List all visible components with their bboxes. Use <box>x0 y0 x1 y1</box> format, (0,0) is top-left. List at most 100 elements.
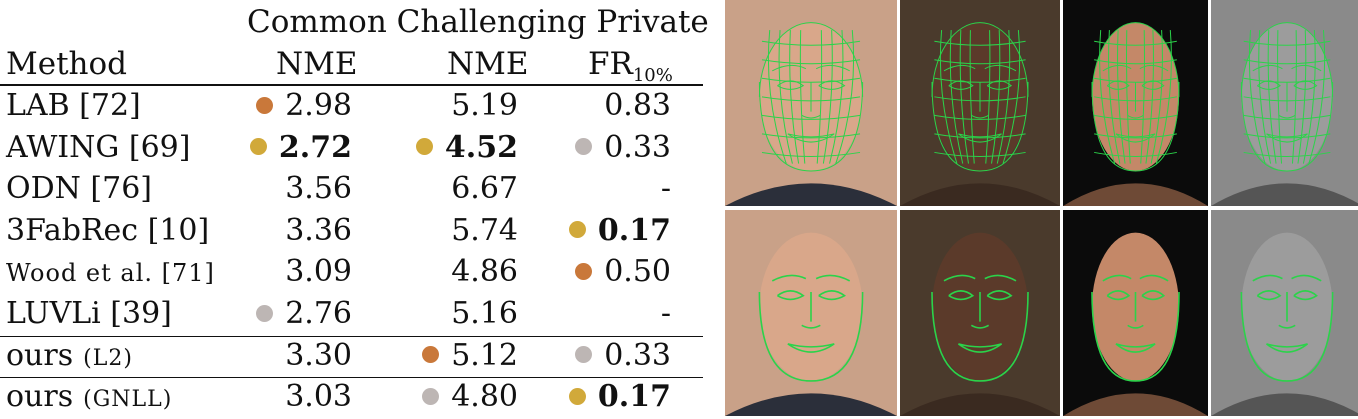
common-value: 3.36 <box>285 212 352 248</box>
silver-rank-dot <box>422 387 440 405</box>
dense-mesh-line <box>934 77 1026 83</box>
private-value-cell: - <box>661 296 671 331</box>
private-value-cell: 0.33 <box>575 338 671 373</box>
challenging-value-cell: 6.67 <box>451 171 518 206</box>
private-value: 0.83 <box>604 88 671 123</box>
dense-mesh-line <box>1243 59 1331 65</box>
dense-mesh-line <box>1094 96 1177 102</box>
challenging-nme-header: NME <box>447 46 529 82</box>
common-value: 2.76 <box>285 296 352 331</box>
common-value-cell: 3.56 <box>285 171 352 206</box>
private-value-cell: 0.83 <box>604 88 671 123</box>
right-eye-landmarks <box>986 290 1013 301</box>
method-name: LUVLi [39] <box>6 296 172 331</box>
challenging-value-cell: 5.16 <box>451 296 518 331</box>
dense-mesh-line <box>778 30 793 164</box>
silver-rank-dot <box>256 304 274 322</box>
dense-mesh-line <box>1094 77 1177 83</box>
mouth-landmarks <box>957 343 1003 353</box>
right-eye-landmarks <box>1293 290 1318 301</box>
common-value-cell: 2.98 <box>256 88 352 123</box>
dense-mesh-line <box>1002 30 1021 164</box>
method-name: ODN [76] <box>6 171 152 206</box>
challenging-value: 5.74 <box>451 212 518 248</box>
shoulders-shape <box>900 183 1060 206</box>
common-value-cell: 3.36 <box>285 213 352 248</box>
silver-rank-dot <box>575 138 593 156</box>
private-value: - <box>660 296 671 331</box>
left-eye-landmarks <box>948 80 974 90</box>
forehead-landmarks <box>931 22 1029 97</box>
dense-mesh-line <box>761 96 861 102</box>
forehead-landmarks <box>1240 22 1334 97</box>
private-value-cell: 0.17 <box>568 379 671 415</box>
face-dense-1-image <box>725 0 897 206</box>
dense-mesh-line <box>1302 30 1316 164</box>
private-value: 0.17 <box>597 212 671 248</box>
dense-mesh-line <box>1243 133 1331 139</box>
method-label: ours <box>6 337 74 373</box>
gold-rank-dot <box>568 221 586 239</box>
dense-mesh-line <box>1243 40 1331 46</box>
dense-mesh-line <box>1094 151 1177 157</box>
method-label: LUVLi [39] <box>6 296 172 331</box>
common-value: 2.98 <box>285 88 352 123</box>
nose-landmarks <box>801 81 821 119</box>
shoulders-shape <box>900 393 1060 416</box>
common-value-cell: 3.09 <box>285 254 352 289</box>
dense-mesh-line <box>761 133 861 139</box>
left-eye-landmarks <box>1106 290 1131 301</box>
jawline-landmarks <box>931 81 1029 172</box>
private-value-cell: 0.50 <box>575 254 671 289</box>
private-value: 0.17 <box>597 379 671 415</box>
shoulders-shape <box>725 183 897 206</box>
common-value-cell: 3.30 <box>285 338 352 373</box>
left-brow-landmarks <box>1252 274 1283 282</box>
shoulders-shape <box>1063 393 1208 416</box>
jawline-landmarks <box>758 291 864 382</box>
method-column-header: Method <box>6 46 128 82</box>
method-variant-tag: (L2) <box>83 345 133 371</box>
method-label: AWING [69] <box>6 129 191 165</box>
dense-mesh-line <box>761 40 861 46</box>
challenging-value-cell: 4.52 <box>415 129 518 165</box>
method-name: ours(GNLL) <box>6 379 172 414</box>
dense-mesh-line <box>949 30 964 164</box>
shoulders-shape <box>1211 393 1358 416</box>
nose-landmarks <box>970 291 990 329</box>
dense-mesh-line <box>1258 30 1272 164</box>
jawline-landmarks <box>1240 81 1334 172</box>
method-label: 3FabRec [10] <box>6 212 210 248</box>
method-name: 3FabRec [10] <box>6 213 209 248</box>
left-eye-landmarks <box>948 290 975 301</box>
dense-mesh-line <box>996 30 1011 164</box>
dense-mesh-line <box>934 151 1026 157</box>
ours-divider-rule <box>0 336 703 337</box>
common-value: 2.72 <box>278 129 352 165</box>
left-brow-landmarks <box>771 274 807 282</box>
private-value: - <box>660 171 671 207</box>
method-variant-tag: (GNLL) <box>83 387 173 413</box>
nose-landmarks <box>1278 81 1296 119</box>
face-sparse-2-image <box>900 210 1060 416</box>
dense-mesh-line <box>761 77 861 83</box>
face-dense-4-image <box>1211 0 1358 206</box>
challenging-value: 5.12 <box>451 337 518 373</box>
challenging-value: 4.52 <box>444 129 518 165</box>
face-dense-2-image <box>900 0 1060 206</box>
landmark-overlay <box>900 22 1060 206</box>
dense-mesh-line <box>1150 30 1163 164</box>
common-value: 3.30 <box>285 337 352 373</box>
mouth-landmarks <box>1266 133 1308 143</box>
mouth-landmarks <box>787 343 835 353</box>
silver-rank-dot <box>575 346 593 364</box>
jawline-landmarks <box>758 81 864 172</box>
right-brow-landmarks <box>984 274 1017 282</box>
dense-mesh-line <box>1243 77 1331 83</box>
dense-mesh-line <box>1243 96 1331 102</box>
dense-mesh-line <box>835 30 855 164</box>
shoulders-shape <box>1063 183 1208 206</box>
landmark-overlay <box>1063 232 1208 416</box>
face-dense-3-image <box>1063 0 1208 206</box>
dense-mesh-line <box>934 59 1026 65</box>
